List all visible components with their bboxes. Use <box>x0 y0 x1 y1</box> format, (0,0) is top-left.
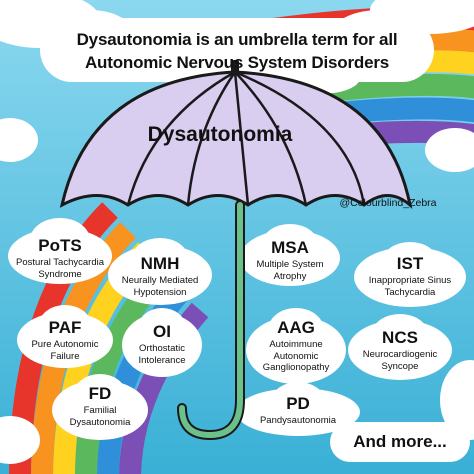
condition-full-line: Pandysautonomia <box>259 415 337 426</box>
condition-pd: PD Pandysautonomia <box>240 394 356 427</box>
condition-full-line: Postural Tachycardia <box>15 257 104 268</box>
condition-abbr: OI <box>153 322 171 341</box>
condition-nmh: NMH Neurally Mediated Hypotension <box>110 254 210 298</box>
headline: Dysautonomia is an umbrella term for all… <box>40 28 434 74</box>
condition-full-line: Inappropriate Sinus <box>368 275 452 286</box>
condition-pots: PoTS Postural Tachycardia Syndrome <box>10 236 110 280</box>
umbrella-title: Dysautonomia <box>147 123 293 146</box>
condition-full-line: Autoimmune <box>269 339 323 350</box>
condition-abbr: PD <box>286 394 310 413</box>
condition-full-line: Neurally Mediated <box>121 275 199 286</box>
condition-full-line: Pure Autonomic <box>31 339 99 350</box>
credit-handle: @Colourblind_Zebra <box>339 197 437 209</box>
condition-abbr: NMH <box>140 254 180 273</box>
condition-full-line: Syncope <box>381 360 419 372</box>
condition-full-line: Tachycardia <box>384 286 436 298</box>
condition-full-line: Hypotension <box>133 286 187 298</box>
condition-full-line: Neurocardiogenic <box>362 349 438 360</box>
condition-full-line: Intolerance <box>138 354 186 366</box>
condition-full-line: Syndrome <box>38 268 82 280</box>
condition-full-line: Failure <box>50 350 80 362</box>
condition-ist: IST Inappropriate Sinus Tachycardia <box>355 254 465 298</box>
condition-full-line: Familial <box>83 405 117 416</box>
condition-aag: AAG Autoimmune Autonomic Ganglionopathy <box>250 318 342 374</box>
condition-abbr: PoTS <box>38 236 82 255</box>
condition-full-line: Autonomic <box>273 350 319 362</box>
condition-full-line: Multiple System <box>256 259 324 270</box>
condition-abbr: NCS <box>382 328 418 347</box>
headline-line-2: Autonomic Nervous System Disorders <box>84 53 389 72</box>
clouds <box>0 0 474 464</box>
condition-full-line: Atrophy <box>273 270 307 282</box>
condition-full-line: Orthostatic <box>139 343 185 354</box>
condition-abbr: PAF <box>48 318 82 337</box>
condition-oi: OI Orthostatic Intolerance <box>120 322 204 366</box>
umbrella <box>59 60 413 441</box>
headline-line-1: Dysautonomia is an umbrella term for all <box>76 30 398 49</box>
condition-abbr: MSA <box>271 238 309 257</box>
condition-msa: MSA Multiple System Atrophy <box>242 238 338 282</box>
condition-abbr: FD <box>88 384 112 403</box>
condition-fd: FD Familial Dysautonomia <box>52 384 148 428</box>
and-more-label: And more... <box>353 432 447 451</box>
condition-full-line: Dysautonomia <box>69 416 131 428</box>
condition-full-line: Ganglionopathy <box>262 362 330 373</box>
condition-paf: PAF Pure Autonomic Failure <box>15 318 115 362</box>
condition-abbr: IST <box>396 254 424 273</box>
condition-abbr: AAG <box>277 318 315 337</box>
condition-ncs: NCS Neurocardiogenic Syncope <box>350 328 450 372</box>
